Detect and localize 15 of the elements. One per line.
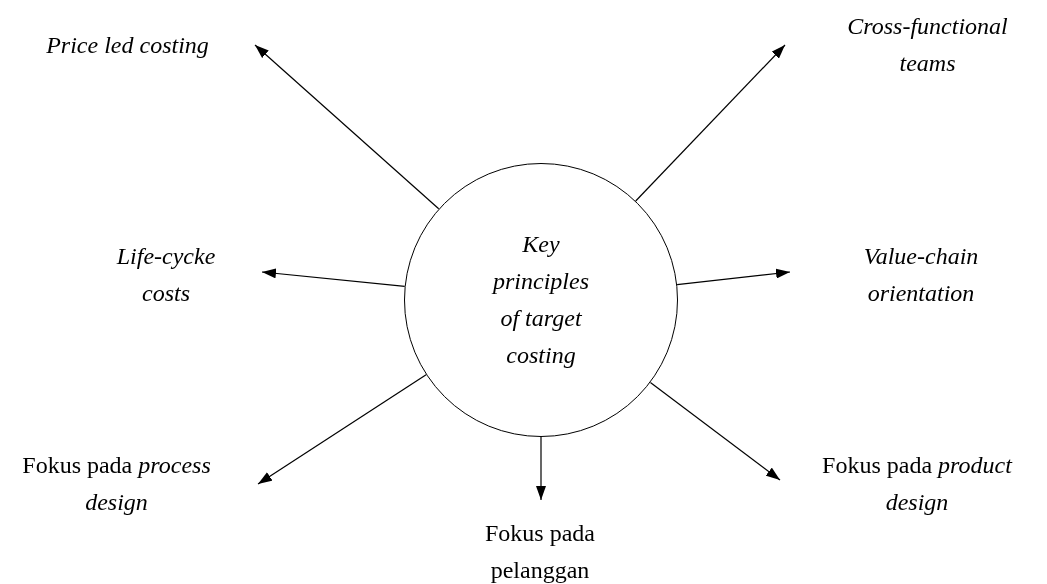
arrow <box>254 44 440 210</box>
arrow <box>261 268 406 287</box>
principle-label: Fokus pada product design <box>821 451 1014 517</box>
arrow <box>635 44 786 202</box>
principle-label: Fokus pada process design <box>21 451 212 517</box>
arrow <box>536 436 546 501</box>
arrow <box>257 374 427 485</box>
principle-label: Life-cycke costs <box>115 241 217 308</box>
principle-label: Price led costing <box>45 30 210 60</box>
principle-label: Cross-functional teams <box>846 12 1009 78</box>
center-label: Key principles of target costing <box>490 230 590 370</box>
arrow <box>649 381 781 481</box>
principle-label: Fokus pada pelanggan <box>484 519 596 584</box>
principle-label: Value-chain orientation <box>862 241 980 308</box>
arrow <box>676 268 791 286</box>
